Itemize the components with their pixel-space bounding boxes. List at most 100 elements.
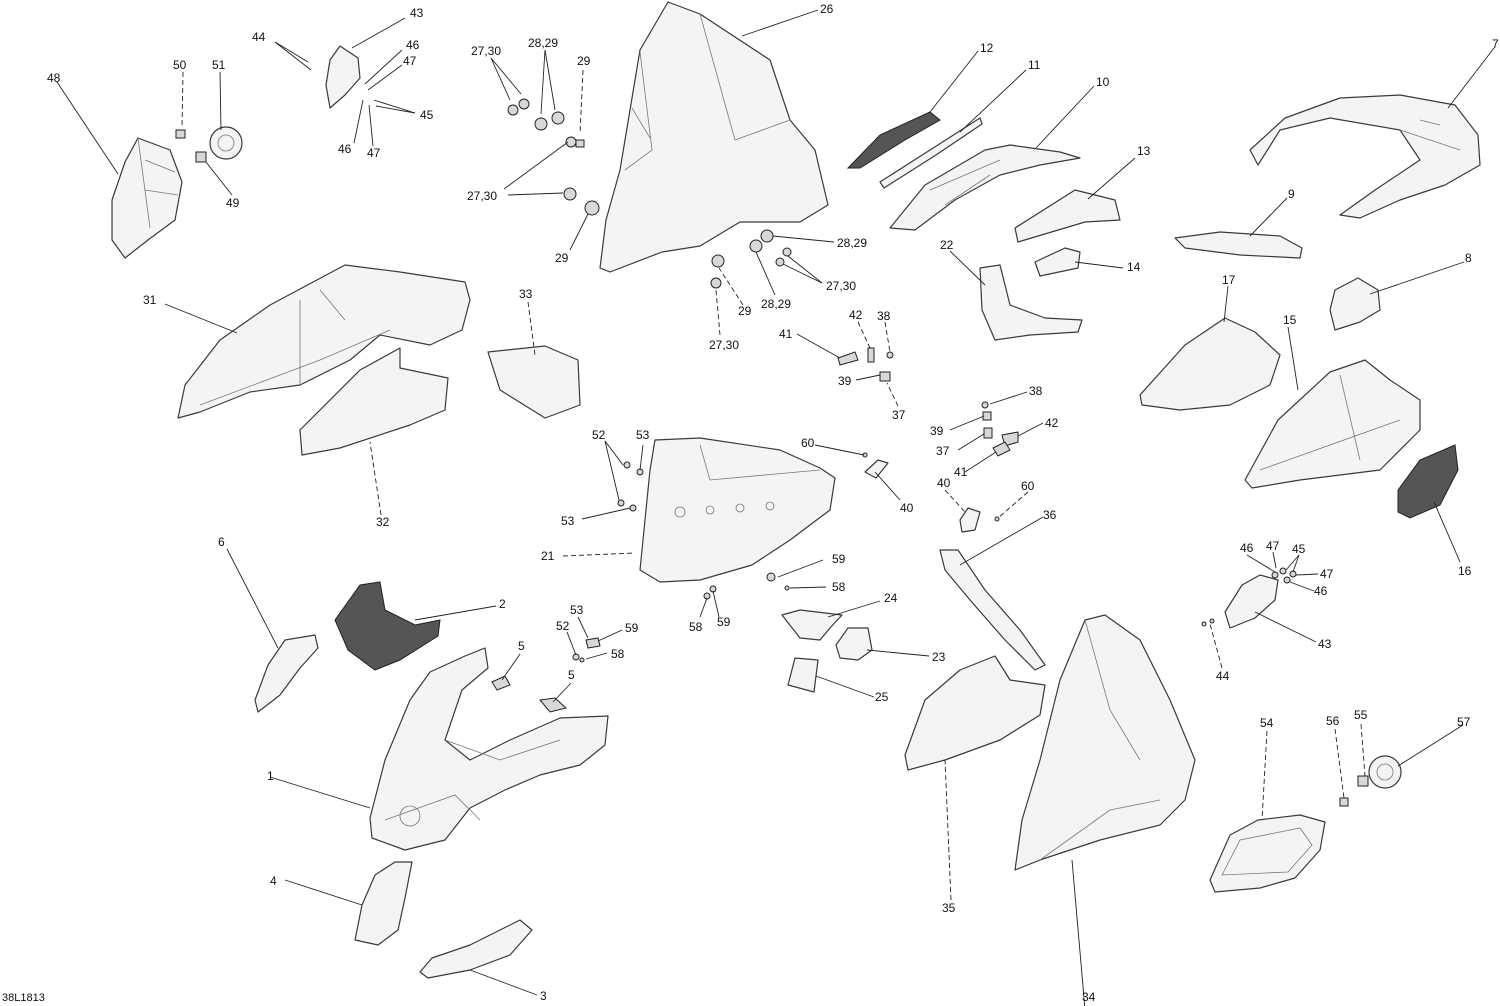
small-pad-part: [1034, 247, 1081, 277]
callout-label: 8: [1465, 251, 1472, 265]
front-hood-part: [369, 647, 609, 851]
callout-label: 43: [410, 6, 424, 20]
callout-label: 26: [820, 2, 834, 16]
callout-label: 7: [1492, 37, 1499, 51]
callout-label: 13: [1137, 144, 1151, 158]
callout-label: 39: [930, 424, 944, 438]
callout-label: 34: [1082, 990, 1096, 1004]
callout-label: 58: [689, 620, 703, 634]
callout-label: 4: [270, 874, 277, 888]
side-panel-left-part: [177, 264, 471, 419]
callout-label: 29: [555, 251, 569, 265]
callout-label: 27,30: [471, 44, 501, 58]
callout-label: 45: [420, 108, 434, 122]
callout-label: 38: [1029, 384, 1043, 398]
front-side-trim-left-part: [254, 634, 319, 713]
callout-label: 53: [636, 428, 650, 442]
callout-label: 29: [577, 54, 591, 68]
mount-block-part: [835, 627, 873, 661]
callout-label: 27,30: [826, 279, 856, 293]
callout-label: 17: [1222, 273, 1236, 287]
callout-label: 32: [376, 515, 390, 529]
callout-label: 37: [892, 408, 906, 422]
callout-label: 56: [1326, 714, 1340, 728]
foam-block-part: [487, 345, 581, 419]
callout-label: 12: [980, 41, 994, 55]
callout-label: 28,29: [528, 36, 558, 50]
callout-label: 2: [499, 597, 506, 611]
windshield-part: [599, 1, 829, 273]
leader-lines: [56, 9, 1495, 1006]
callout-label: 10: [1096, 75, 1110, 89]
callout-label: 24: [884, 591, 898, 605]
callout-labels: 1 2 3 4 5 5 6 7 8 9 10 11 12 13 14 15 16…: [47, 2, 1499, 1004]
callout-label: 27,30: [709, 338, 739, 352]
callout-label: 46: [406, 38, 420, 52]
callout-label: 58: [611, 647, 625, 661]
callout-label: 16: [1458, 564, 1472, 578]
front-grille-mesh-part: [334, 581, 441, 671]
callout-label: 28,29: [761, 297, 791, 311]
callout-label: 39: [838, 374, 852, 388]
lower-nose-left-part: [354, 861, 413, 946]
callout-label: 42: [1045, 416, 1059, 430]
callout-label: 21: [541, 549, 555, 563]
callout-label: 41: [954, 465, 968, 479]
callout-label: 3: [540, 989, 547, 1003]
callout-label: 46: [1314, 584, 1328, 598]
side-panel-right-part: [1244, 359, 1421, 489]
side-panel-lower-right-part: [1014, 614, 1196, 871]
callout-label: 28,29: [837, 236, 867, 250]
callout-label: 40: [937, 476, 951, 490]
headlamp-part: [1209, 814, 1326, 893]
part-illustrations: [111, 1, 1481, 979]
callout-label: 50: [173, 58, 187, 72]
callout-label: 22: [940, 238, 954, 252]
callout-label: 60: [1021, 479, 1035, 493]
callout-label: 5: [518, 639, 525, 653]
cowl-bracket-part: [1174, 231, 1303, 259]
callout-label: 52: [556, 619, 570, 633]
callout-label: 42: [849, 308, 863, 322]
light-unit-right-part: [1368, 755, 1402, 789]
callout-label: 35: [942, 901, 956, 915]
callout-label: 29: [738, 304, 752, 318]
callout-label: 9: [1288, 187, 1295, 201]
mirror-cover-lower-right-part: [1224, 574, 1279, 629]
callout-label: 46: [1240, 541, 1254, 555]
left-mirror-housing-part: [111, 137, 183, 259]
upper-console-part: [889, 144, 1081, 231]
inner-panel-right-part: [1139, 317, 1281, 411]
callout-label: 27,30: [467, 189, 497, 203]
callout-label: 45: [1292, 542, 1306, 556]
light-unit-left-part: [209, 126, 243, 160]
drawing-reference-code: 38L1813: [2, 992, 45, 1004]
callout-label: 37: [936, 444, 950, 458]
callout-label: 55: [1354, 708, 1368, 722]
inner-deflector-part: [979, 264, 1083, 341]
callout-label: 47: [367, 146, 381, 160]
callout-label: 53: [561, 514, 575, 528]
callout-label: 51: [212, 58, 226, 72]
callout-label: 44: [252, 30, 266, 44]
mirror-cover-top-part: [325, 45, 361, 109]
callout-label: 43: [1318, 637, 1332, 651]
callout-label: 41: [779, 327, 793, 341]
dashboard-console-part: [639, 437, 836, 583]
callout-label: 36: [1043, 508, 1057, 522]
side-trim-upper-part: [1014, 189, 1121, 243]
side-strip-center-part: [939, 549, 1046, 671]
rear-cowl-part: [1249, 94, 1481, 219]
callout-label: 47: [1320, 567, 1334, 581]
lower-nose-right-part: [419, 919, 533, 979]
callout-label: 5: [568, 668, 575, 682]
callout-label: 23: [932, 650, 946, 664]
callout-label: 54: [1260, 716, 1274, 730]
callout-label: 15: [1283, 313, 1297, 327]
callout-label: 40: [900, 501, 914, 515]
callout-label: 33: [519, 287, 533, 301]
callout-label: 47: [403, 54, 417, 68]
callout-label: 59: [717, 615, 731, 629]
vent-grille-right-part: [1397, 444, 1459, 519]
